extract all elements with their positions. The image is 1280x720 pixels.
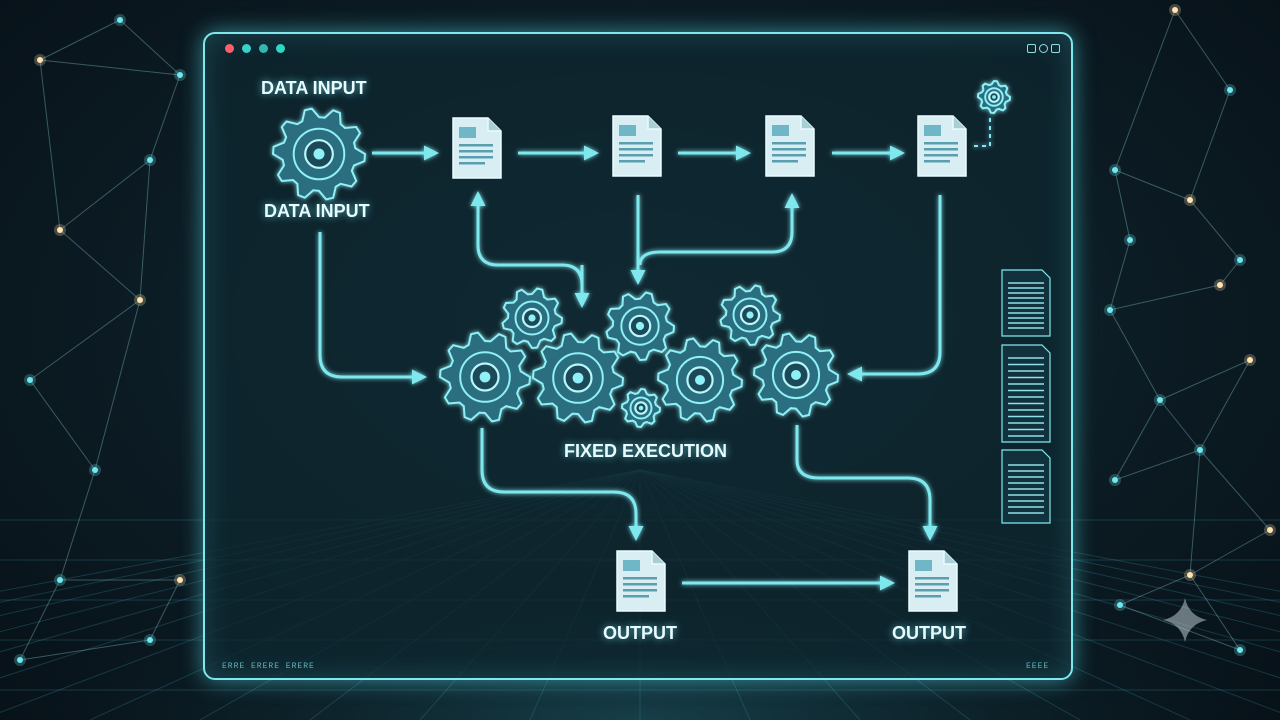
gear-icon xyxy=(752,332,840,418)
window-minimize-dot[interactable] xyxy=(242,44,251,53)
window-footer-text: EEEE xyxy=(1026,662,1050,671)
flow-arrow xyxy=(470,191,584,305)
flow-arrow xyxy=(480,428,644,541)
window-control-icon[interactable] xyxy=(1039,44,1048,53)
gear-icon xyxy=(438,331,532,423)
gear-icon xyxy=(620,387,662,429)
gear-icon xyxy=(976,79,1012,115)
document-icon xyxy=(612,115,662,177)
sparkle-icon xyxy=(1163,598,1207,642)
flow-arrow xyxy=(974,118,991,147)
window-control-icon[interactable] xyxy=(1027,44,1036,53)
data-input-label-top: DATA INPUT xyxy=(261,78,367,98)
gear-icon xyxy=(656,337,744,423)
document-icon xyxy=(917,115,967,177)
window-extra-dot[interactable] xyxy=(276,44,285,53)
window-footer-text: ERRE ERERE ERERE xyxy=(222,662,315,671)
document-icon xyxy=(452,117,502,179)
window-control-icon[interactable] xyxy=(1051,44,1060,53)
side-document-icon xyxy=(1001,449,1051,524)
document-icon xyxy=(765,115,815,177)
gear-icon xyxy=(719,284,782,347)
gear-icon xyxy=(501,287,564,350)
output-document-icon xyxy=(616,550,666,612)
output-document-icon xyxy=(908,550,958,612)
output-label-left: OUTPUT xyxy=(603,623,677,643)
flow-arrow xyxy=(318,232,427,385)
gear-icon xyxy=(271,107,367,201)
data-input-label-bottom: DATA INPUT xyxy=(264,201,370,221)
flow-arrow xyxy=(847,195,942,382)
window-maximize-dot[interactable] xyxy=(259,44,268,53)
output-label-right: OUTPUT xyxy=(892,623,966,643)
fixed-execution-label: FIXED EXECUTION xyxy=(564,441,728,461)
side-document-icon xyxy=(1001,344,1051,443)
gear-icon xyxy=(531,332,625,424)
window-close-dot[interactable] xyxy=(225,44,234,53)
gear-icon xyxy=(605,291,676,362)
flow-arrow xyxy=(795,425,938,541)
flow-arrow xyxy=(638,193,800,266)
